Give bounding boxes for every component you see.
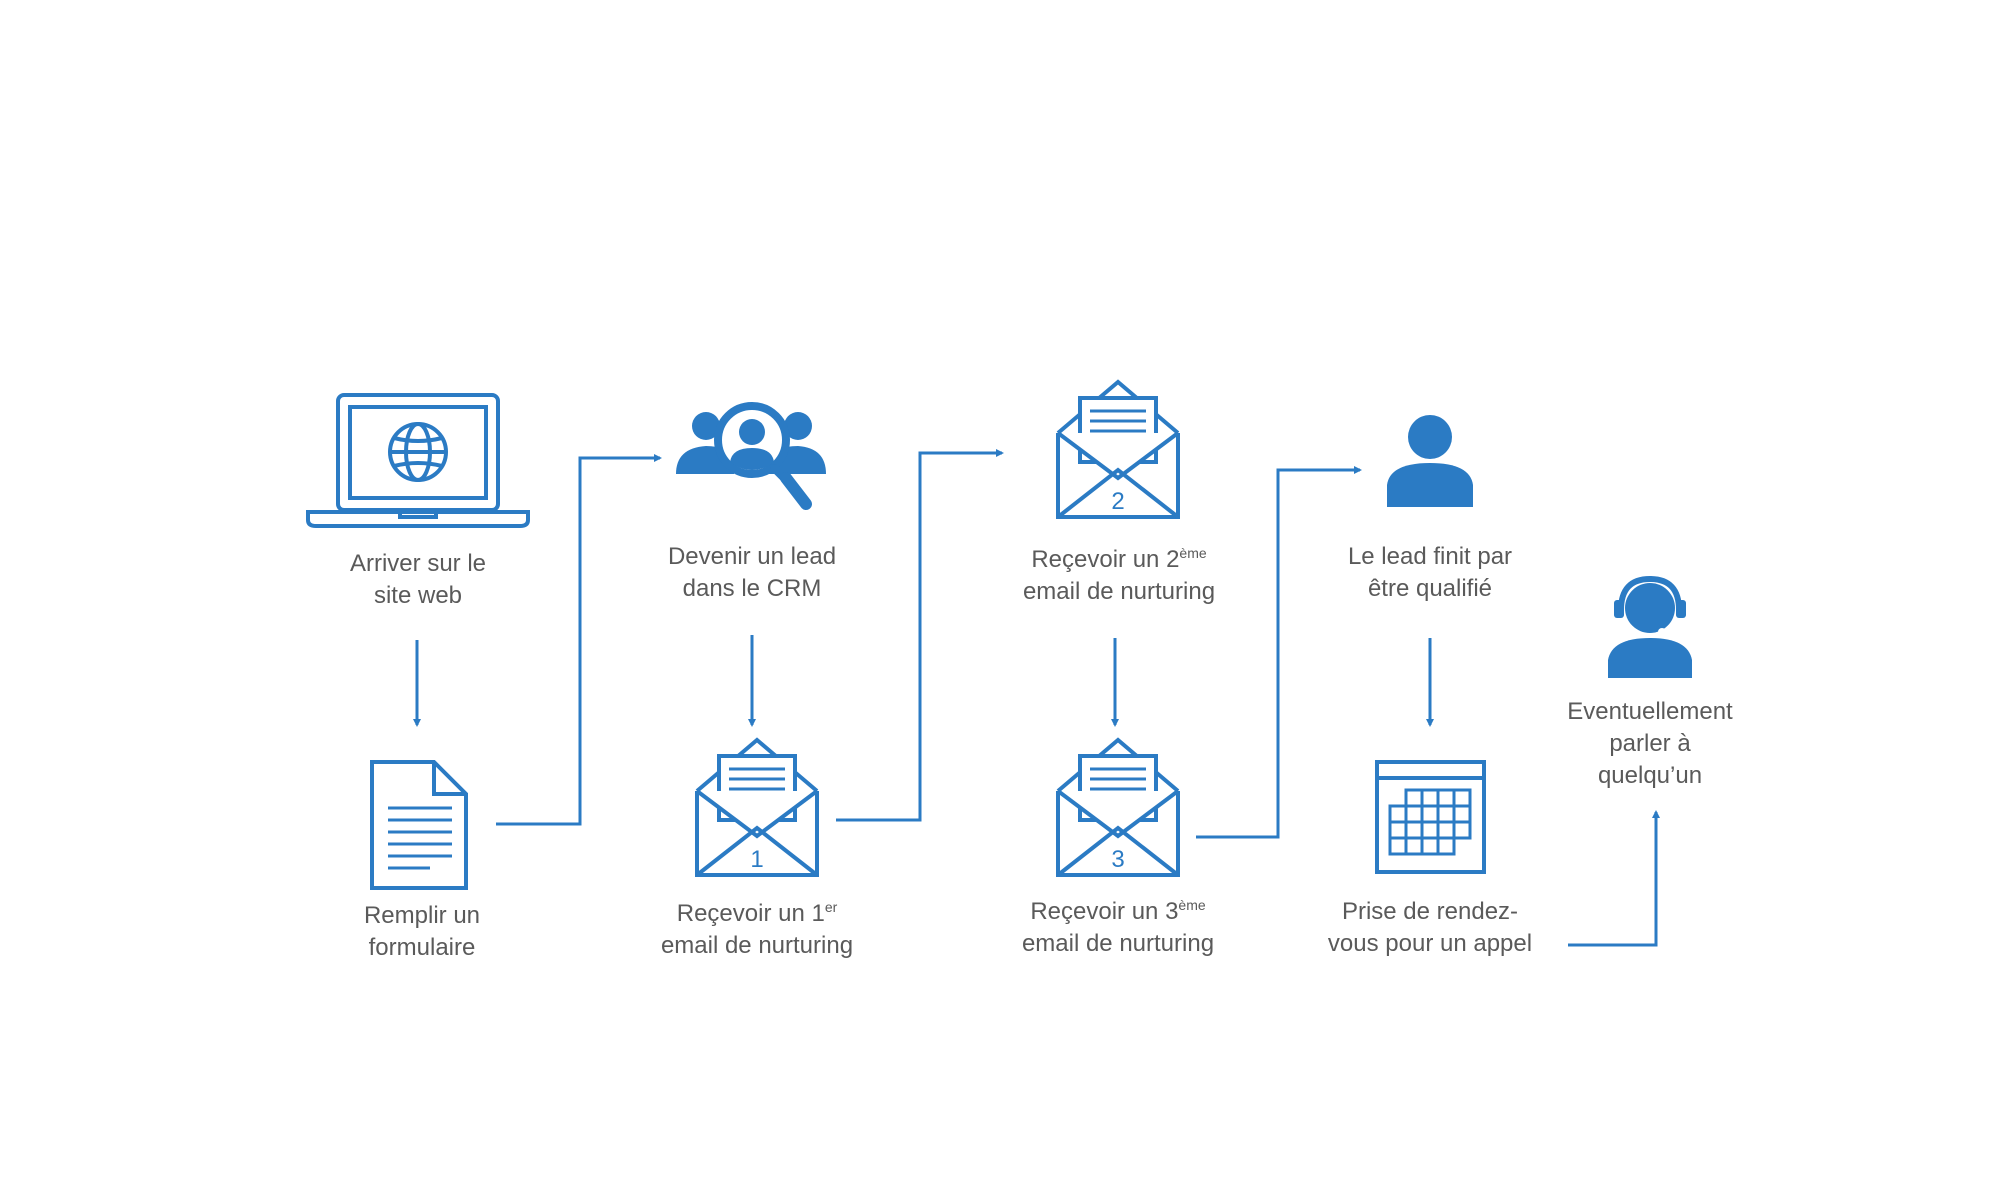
arrow-email3-to-qualified — [1196, 466, 1362, 839]
step-label-meeting: Prise de rendez-vous pour un appel — [1327, 898, 1533, 957]
people-search-icon — [676, 402, 826, 510]
step-number: 3 — [1111, 846, 1124, 873]
headset-agent-icon — [1608, 575, 1692, 678]
arrow-meeting-to-talk — [1568, 810, 1660, 947]
step-label-email1: Reçevoir un 1er email de nurturing — [660, 899, 854, 959]
arrow-form-to-lead — [496, 454, 662, 826]
step-label-email3: Reçevoir un 3ème email de nurturing — [1021, 897, 1215, 957]
step-label-email2: Reçevoir un 2ème email de nurturing — [1022, 545, 1216, 605]
document-icon — [370, 760, 468, 890]
step-number: 2 — [1111, 488, 1124, 515]
arrow-email1-to-email2 — [836, 449, 1004, 822]
step-number: 1 — [750, 846, 763, 873]
envelope-open-icon — [1056, 737, 1180, 877]
laptop-globe-icon — [306, 393, 530, 528]
calendar-icon — [1375, 760, 1486, 874]
person-icon — [1387, 415, 1473, 507]
envelope-open-icon — [1056, 379, 1180, 519]
envelope-open-icon — [695, 737, 819, 877]
